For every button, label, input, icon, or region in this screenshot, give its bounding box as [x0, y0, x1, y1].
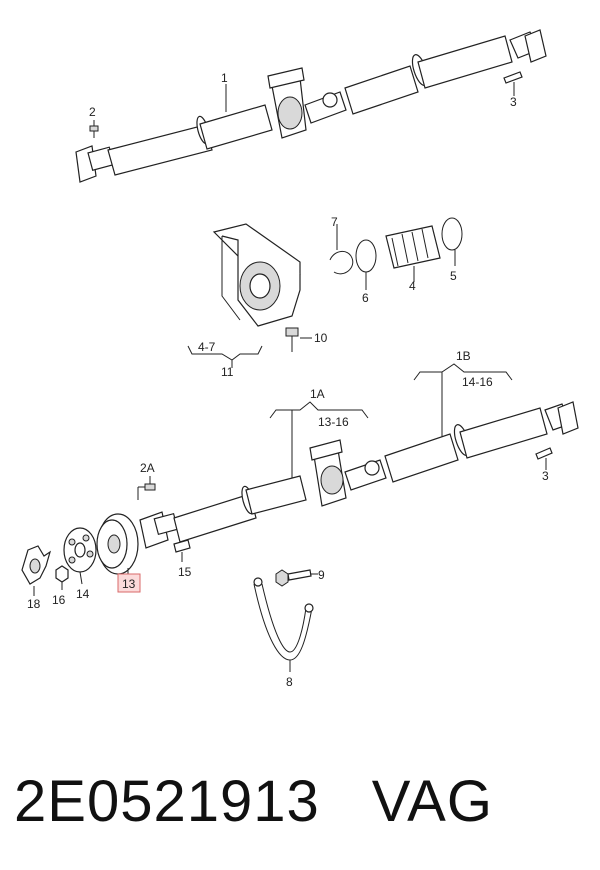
callout-8: 8 — [286, 675, 293, 689]
gaiter-4 — [385, 225, 441, 282]
part-number: 2E0521913 — [14, 769, 320, 834]
bolt-15 — [173, 539, 191, 562]
callout-3-top: 3 — [510, 95, 517, 109]
part-caption: 2E0521913 VAG — [14, 762, 594, 842]
callout-5: 5 — [450, 269, 457, 283]
callout-2A: 2A — [140, 461, 155, 475]
propshaft-assembly-1 — [75, 29, 547, 183]
drive-shaft-exploded-diagram: 1 2 3 7 5 6 4 10 4-7 11 — [21, 29, 579, 689]
callout-11: 11 — [221, 365, 234, 379]
bracket-1A — [269, 401, 369, 486]
spider-flange-18 — [21, 545, 52, 596]
callout-18: 18 — [27, 597, 41, 611]
circlip-7 — [329, 224, 354, 275]
callout-6: 6 — [362, 291, 369, 305]
clamp-6 — [355, 239, 377, 290]
callout-2: 2 — [89, 105, 96, 119]
centre-bearing-bracket-11 — [212, 223, 301, 327]
bolt-10 — [285, 327, 312, 352]
callout-7: 7 — [331, 215, 338, 229]
clamp-5 — [441, 217, 463, 266]
nut-16 — [55, 565, 69, 590]
callout-14: 14 — [76, 587, 90, 601]
bracket-1B — [413, 363, 513, 438]
u-bracket-8 — [253, 577, 314, 672]
callout-16: 16 — [52, 593, 66, 607]
callout-14-16: 14-16 — [462, 375, 493, 389]
callout-3-bottom: 3 — [542, 469, 549, 483]
callout-4: 4 — [409, 279, 416, 293]
callout-13: 13 — [122, 577, 136, 591]
callout-1A: 1A — [310, 387, 325, 401]
brand-name: VAG — [371, 769, 493, 834]
bolt-2A — [137, 476, 156, 500]
callout-13-16: 13-16 — [318, 415, 349, 429]
bolt-9 — [275, 569, 318, 587]
callout-9: 9 — [318, 568, 325, 582]
callout-10: 10 — [314, 331, 328, 345]
callout-1: 1 — [221, 71, 228, 85]
bolt-3-top — [503, 71, 523, 96]
callout-1B: 1B — [456, 349, 471, 363]
propshaft-assembly-1A-1B — [139, 401, 579, 549]
callout-4-7: 4-7 — [198, 340, 216, 354]
flex-disc-13 — [96, 513, 141, 593]
bracket-4-7-11 — [187, 345, 263, 368]
coupling-14 — [63, 527, 97, 585]
callout-15: 15 — [178, 565, 192, 579]
bolt-2 — [89, 120, 99, 138]
bolt-3-bottom — [535, 447, 553, 470]
